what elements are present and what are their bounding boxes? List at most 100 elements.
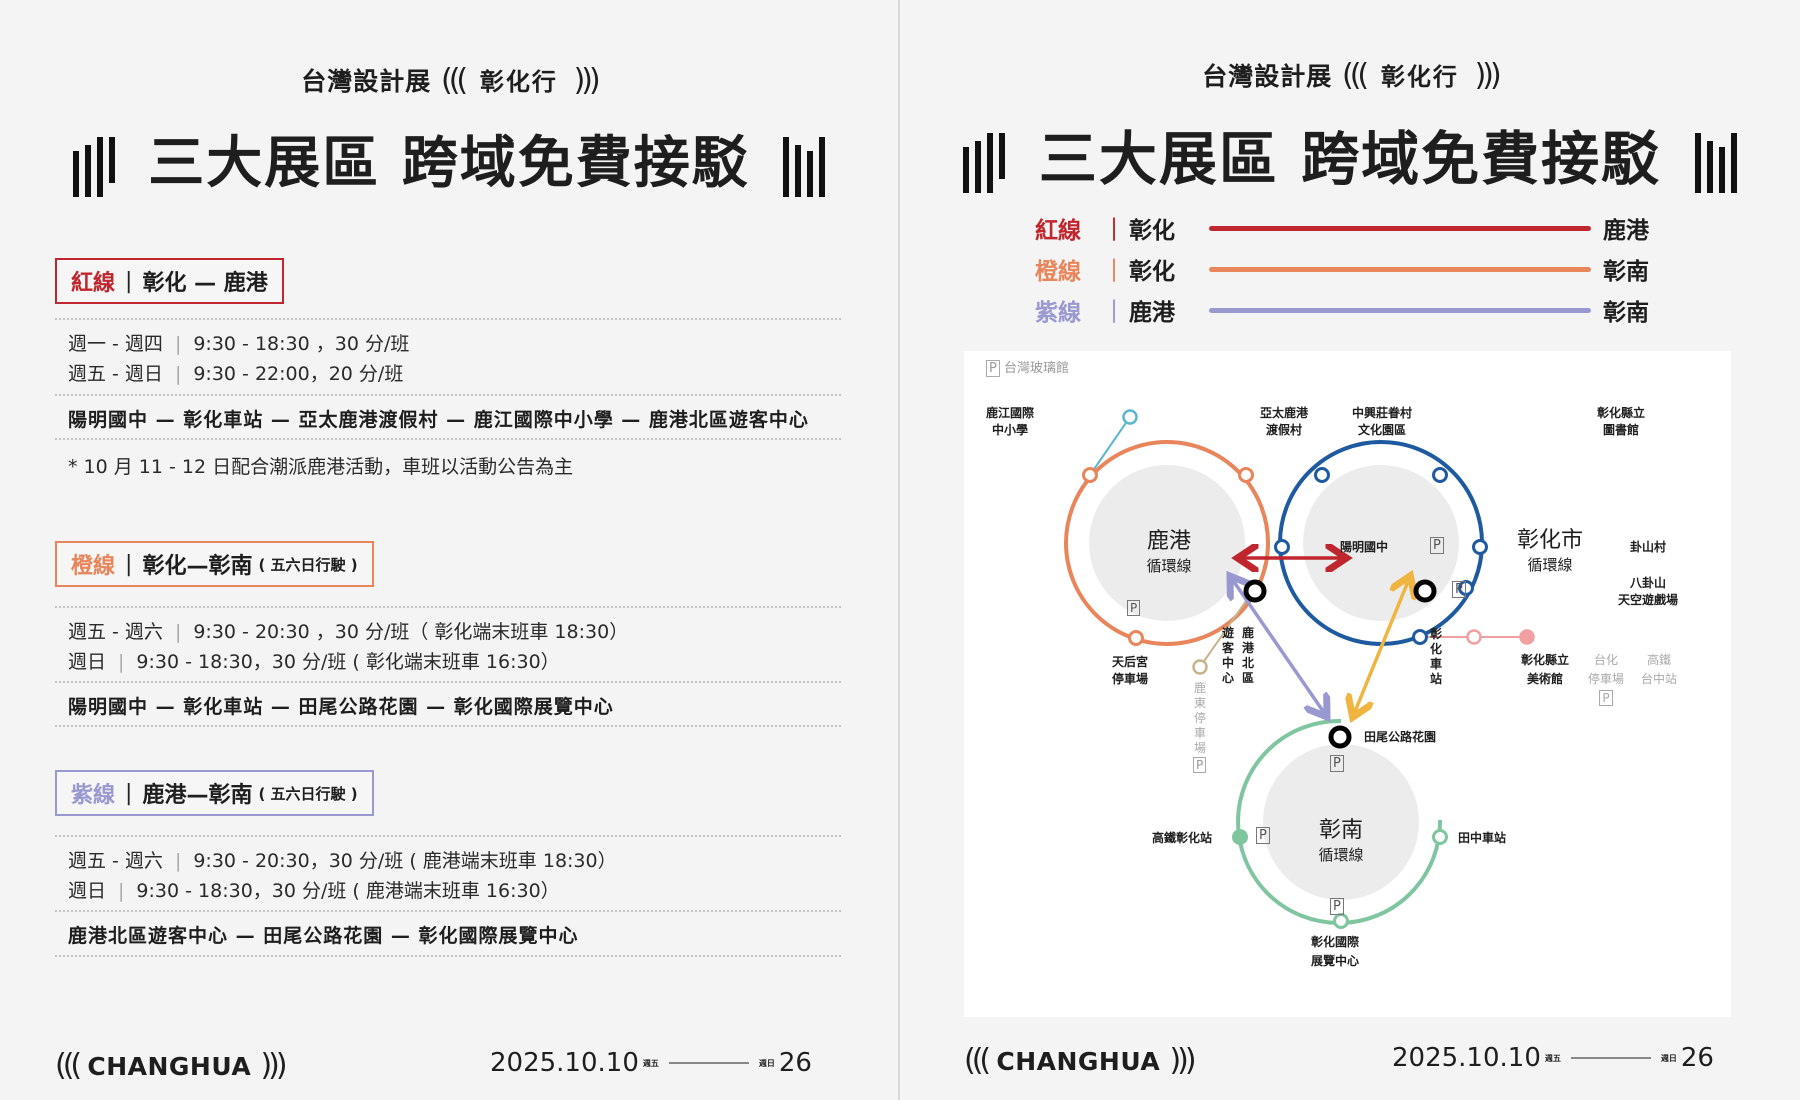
station-lujiang: 鹿江國際中小學 [986,405,1034,439]
line-route: 彰化—彰南 [142,554,253,579]
parking-icon: P [1330,898,1344,915]
footer-date-range: 2025.10.10 週五 週日 26 [1392,1043,1714,1073]
station-tianhou: 天后宮停車場 [1112,654,1148,688]
line-name: 紫線 [71,783,116,808]
station-label: 展覽中心 [1311,954,1360,968]
station-label: 高鐵 [1647,653,1672,667]
bracket-open-icon: ((( [1342,58,1369,93]
schedule-time: 9:30 - 18:30，30 分/班 ( 鹿港端末班車 16:30） [136,880,560,902]
bracket-open-icon: ((( [55,1048,82,1083]
orange-line-header: 橙線 | 彰化—彰南 ( 五六日行駛 ) [55,541,374,587]
separator: | [174,850,182,872]
route-stops: 陽明國中 — 彰化車站 — 亞太鹿港渡假村 — 鹿江國際中小學 — 鹿港北區遊客… [68,409,809,431]
end-weekday: 週日 [1660,1053,1677,1063]
station-label: 文化園區 [1358,423,1407,437]
legend-orange: 橙線 | 彰化 彰南 [1035,252,1649,286]
purple-connector [1232,579,1325,714]
line-name: 紅線 [1035,218,1081,244]
station-icon [1466,629,1482,645]
station-lukang-north: 鹿港北區 [1242,626,1255,685]
end-date: 26 [1680,1043,1714,1073]
line-to: 鹿港 [1603,218,1649,244]
line-to: 彰南 [1603,300,1649,326]
parking-icon: P [1599,690,1613,706]
loop-fill [1089,465,1245,621]
station-icon [1128,630,1144,646]
footnote: * 10 月 11 - 12 日配合潮派鹿港活動，車班以活動公告為主 [68,456,574,478]
station-label: 中興莊眷村 [1352,406,1413,420]
station-yangming: 陽明國中 [1340,540,1389,554]
station-label: 渡假村 [1266,423,1303,437]
schedule-row: 週五 - 週六|9:30 - 20:30，30 分/班 ( 鹿港端末班車 18:… [68,846,617,873]
separator: | [174,363,182,385]
separator: | [1110,297,1118,323]
changhua-loop [1274,440,1535,646]
start-weekday: 週五 [1544,1053,1561,1063]
separator: | [174,333,182,355]
schedule-time: 9:30 - 22:00，20 分/班 [193,363,404,385]
parking-icon: P [1127,600,1141,616]
loop-subtitle: 循環線 [1318,846,1364,864]
station-hsr-changhua: 高鐵彰化站 [1152,831,1213,845]
start-date: 2025.10.10 [490,1048,639,1078]
station-label: 八卦山 [1630,576,1667,590]
parking-icon: P [1452,581,1466,598]
station-label: 台化 [1594,653,1619,667]
station-hsr-taichung: 高鐵台中站 [1641,651,1677,689]
map-panel: 台灣設計展 ((( 彰化行 ))) 三大展區 跨域免費接駁 [900,0,1800,1100]
line-name: 紫線 [1035,300,1081,326]
end-date: 26 [778,1048,812,1078]
bracket-close-icon: ))) [1474,58,1502,93]
station-changhua: 彰化車站 [1430,627,1443,686]
dotted-divider [55,681,841,683]
parking-icon: P [1330,755,1344,772]
station-icon [1238,467,1254,483]
loop-name: 彰南 [1318,818,1363,843]
schedule-time: 9:30 - 20:30，30 分/班 ( 鹿港端末班車 18:30） [193,850,617,872]
schedule-time: 9:30 - 18:30，30 分/班 ( 彰化端末班車 16:30） [136,651,560,673]
station-icon [1432,829,1448,845]
route-map: P 台灣玻璃館 鹿江國際中小學 亞太鹿港渡假村 鹿港循環線 P 天后宮停車場 鹿… [964,351,1731,1017]
station-icon [1232,829,1248,845]
schedule-row: 週日|9:30 - 18:30，30 分/班 ( 彰化端末班車 16:30） [68,647,560,674]
brand-name: 彰化行 [479,68,558,96]
dotted-divider [55,606,841,608]
dotted-divider [55,438,841,440]
event-subtitle: 台灣設計展 ((( 彰化行 ))) [0,62,898,98]
dotted-divider [55,910,841,912]
schedule-panel: 台灣設計展 ((( 彰化行 ))) 三大展區 跨域免費接駁 紅線 | 彰化 — … [0,0,898,1100]
station-label: 彰化國際 [1311,935,1360,949]
branch-line [1089,416,1131,476]
page-title: 三大展區 跨域免費接駁 [900,112,1800,196]
station-yatai: 亞太鹿港渡假村 [1260,405,1308,439]
loop-fill [1263,744,1419,900]
logo-text: CHANGHUA [996,1047,1161,1076]
station-icon [1314,467,1330,483]
date-dash [1570,1057,1651,1059]
line-to: 彰南 [1603,259,1649,285]
line-route: 彰化 — 鹿港 [142,271,268,296]
footer-logo: ((( CHANGHUA ))) [964,1043,1197,1078]
station-label: 彰化縣立 [1597,406,1646,420]
event-name: 台灣設計展 [301,67,432,96]
station-tianwei: 田尾公路花園 [1364,730,1437,744]
schedule-days: 週五 - 週日 [68,363,163,385]
lukang-loop-label: 鹿港循環線 [1134,523,1204,576]
line-name: 橙線 [1035,259,1081,285]
station-expo-center: 彰化國際展覽中心 [1311,933,1359,971]
schedule-days: 週五 - 週六 [68,621,163,643]
line-name: 紅線 [71,271,116,296]
footer-date-range: 2025.10.10 週五 週日 26 [490,1048,812,1078]
parking-icon: P [1430,537,1444,554]
bracket-open-icon: ((( [441,63,468,98]
stripe-motif-icon [1693,132,1739,193]
station-label: 美術館 [1527,672,1564,686]
schedule-row: 週五 - 週六|9:30 - 20:30 ，30 分/班（ 彰化端末班車 18:… [68,617,628,644]
changhua-loop-label: 彰化市循環線 [1511,522,1589,575]
station-library: 彰化縣立圖書館 [1597,405,1645,439]
station-art-museum: 彰化縣立美術館 [1521,651,1569,689]
dotted-divider [55,835,841,837]
station-icon [1274,539,1290,555]
station-label: 圖書館 [1603,423,1640,437]
page-title-text: 三大展區 跨域免費接駁 [1038,125,1662,193]
